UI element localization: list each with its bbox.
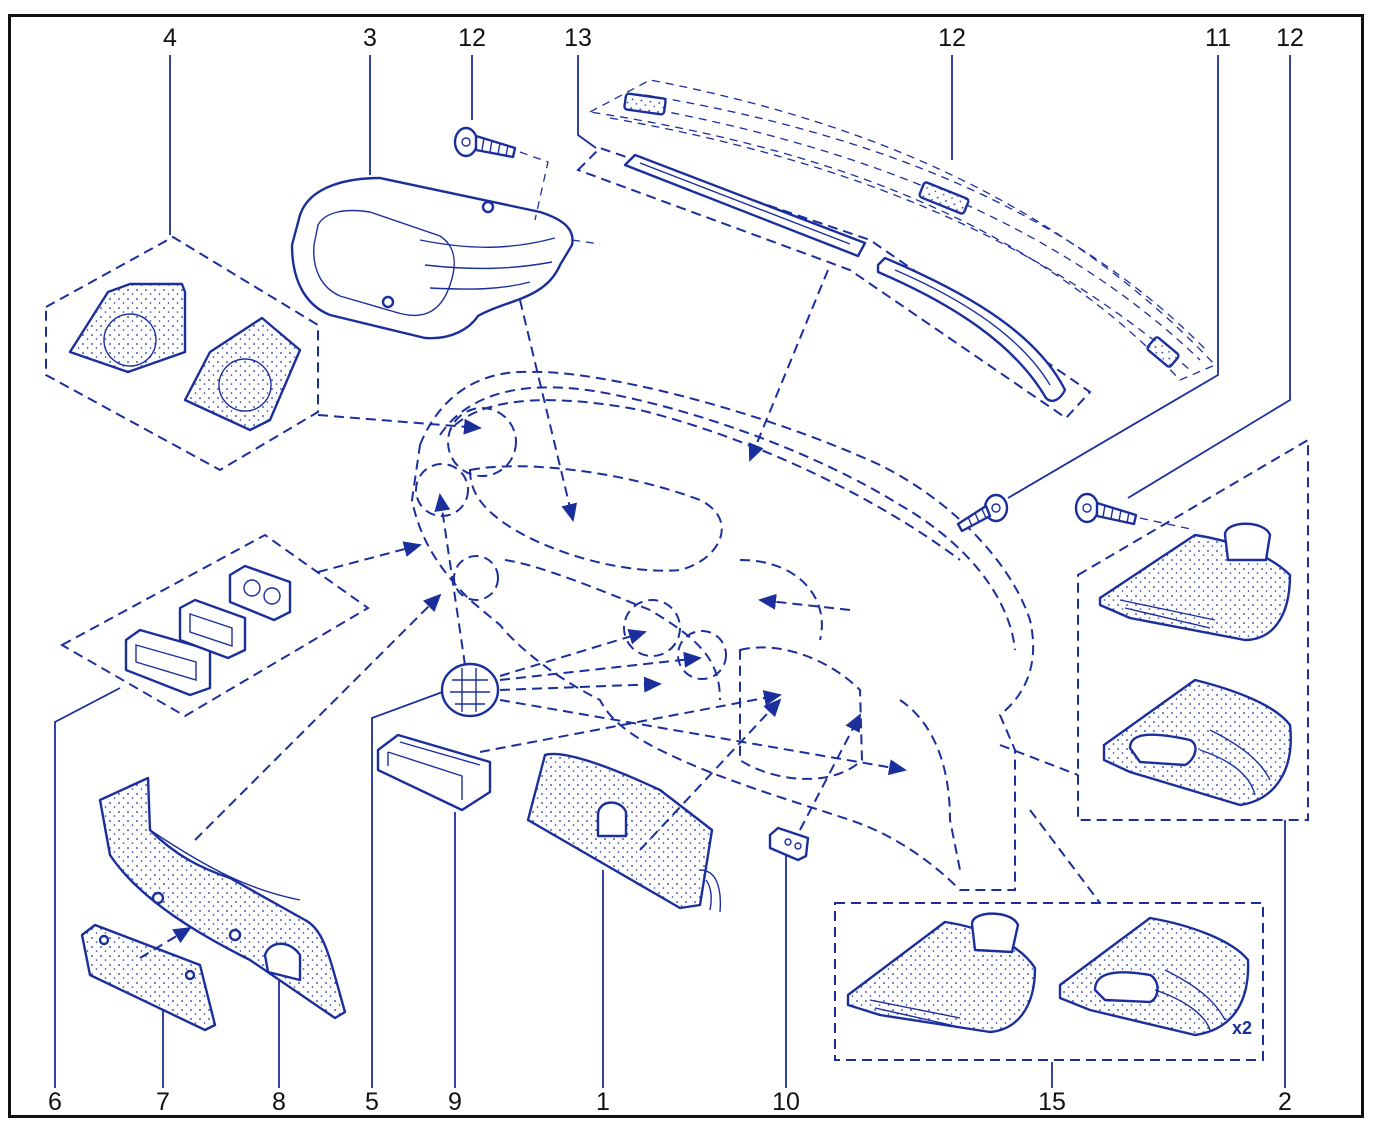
switch-10 — [768, 826, 810, 862]
round-grille-5 — [440, 662, 500, 718]
lower-trim-8 — [98, 776, 347, 1020]
callout-13: 12 — [938, 24, 966, 52]
screw-12-right — [1074, 492, 1196, 531]
leader-lines — [54, 55, 1291, 1088]
callout-9: 9 — [448, 1088, 462, 1116]
screw-11 — [956, 493, 1009, 533]
speaker-grille-left — [68, 282, 187, 374]
callout-6: 6 — [48, 1088, 62, 1116]
callout-7: 7 — [156, 1088, 170, 1116]
defrost-vent-14 — [576, 146, 1092, 420]
windscreen-trim-13 — [587, 79, 1217, 381]
cluster-hood-3 — [290, 176, 601, 340]
side-panel-group-15: x2 — [834, 902, 1264, 1061]
dashboard-body — [410, 370, 1035, 891]
callout-15: 15 — [1038, 1088, 1066, 1116]
assembly-arrows — [139, 269, 1101, 959]
side-panel-group-2 — [1077, 438, 1309, 821]
glovebox-lid-1 — [526, 752, 722, 913]
screw-12-top — [453, 126, 549, 221]
small-trim-7 — [80, 923, 217, 1032]
callout-11: 11 — [1205, 24, 1231, 52]
vent-bezel-group-6 — [59, 533, 370, 718]
callout-3: 3 — [363, 24, 377, 52]
callout-10: 10 — [772, 1088, 800, 1116]
storage-pocket-9 — [376, 733, 492, 812]
callout-12-right: 12 — [1276, 24, 1304, 52]
speaker-grille-group-4 — [45, 235, 319, 472]
callout-12-top: 12 — [458, 24, 486, 52]
callout-2: 2 — [1278, 1088, 1292, 1116]
speaker-grille-right — [183, 316, 302, 432]
callout-5: 5 — [365, 1088, 379, 1116]
quantity-x2-label: x2 — [1232, 1018, 1252, 1038]
callout-8: 8 — [272, 1088, 286, 1116]
callout-1: 1 — [596, 1088, 610, 1116]
callout-4: 4 — [163, 24, 177, 52]
callout-14: 13 — [564, 24, 592, 52]
